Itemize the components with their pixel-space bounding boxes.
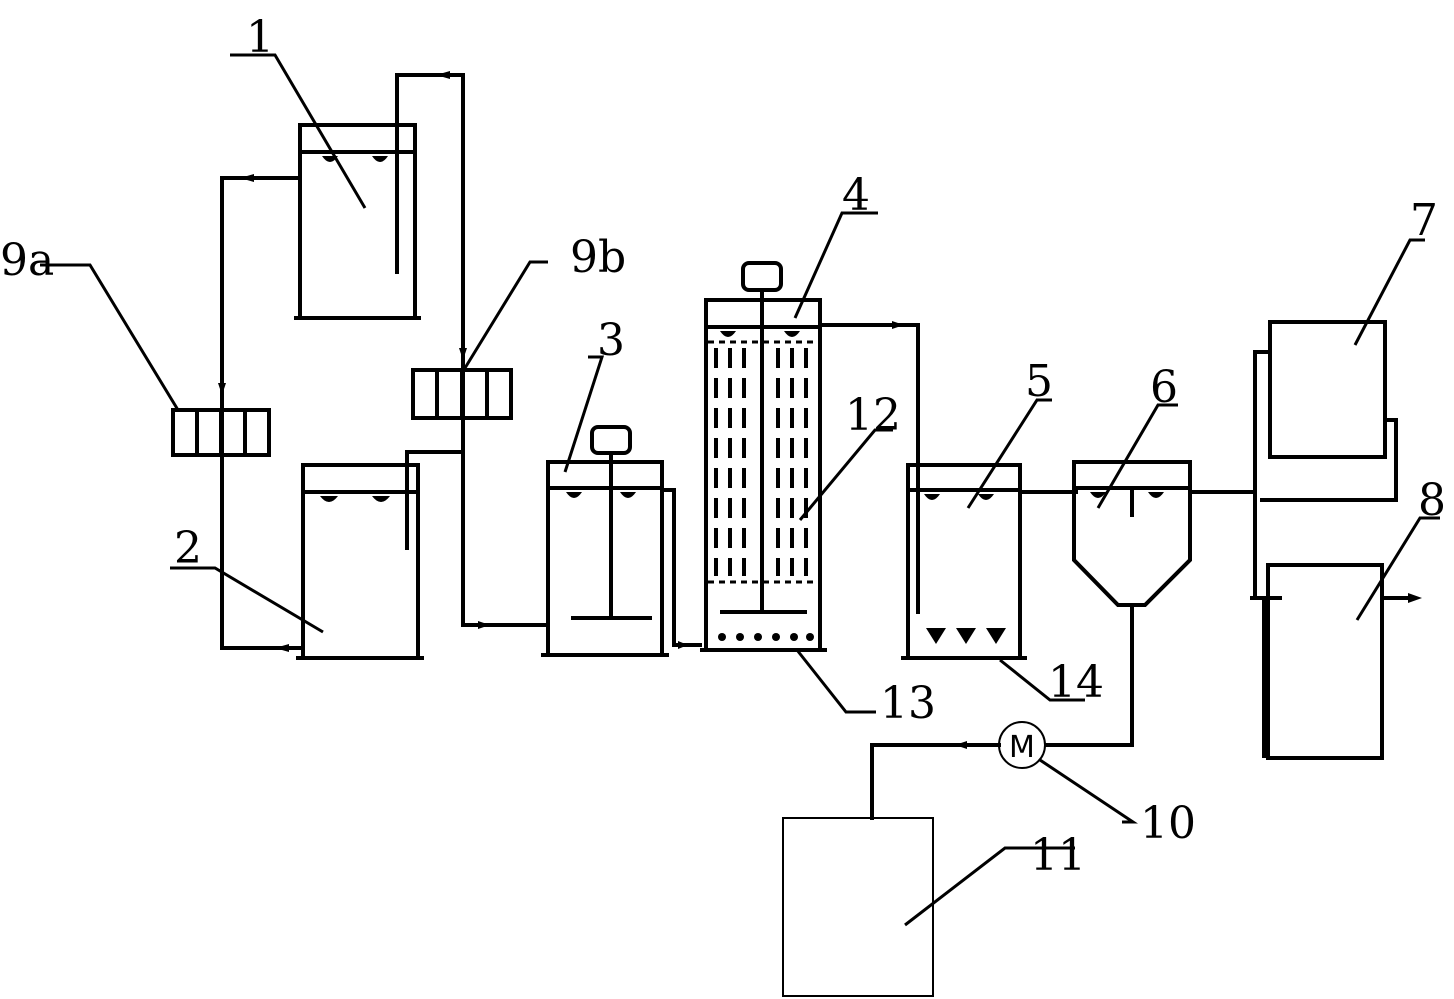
label-4: 4	[842, 170, 870, 221]
label-14: 14	[1048, 657, 1104, 708]
label-9b: 9b	[570, 232, 626, 283]
label-1: 1	[246, 12, 274, 63]
packing-12	[708, 340, 818, 584]
tank-2	[296, 451, 424, 660]
unit-7	[1253, 320, 1398, 600]
tank-5	[901, 463, 1078, 660]
label-7: 7	[1410, 195, 1438, 246]
settler-6	[1043, 460, 1254, 747]
diffusers-14	[926, 628, 1006, 644]
label-9a: 9a	[0, 235, 54, 286]
pump-10: M	[870, 721, 1046, 820]
unit-9b	[411, 368, 513, 420]
column-4	[700, 261, 920, 652]
label-12: 12	[845, 390, 901, 441]
label-8: 8	[1418, 475, 1446, 526]
label-6: 6	[1150, 362, 1178, 413]
label-11: 11	[1030, 830, 1086, 881]
tank-3	[541, 425, 702, 657]
tank-11	[782, 817, 934, 997]
unit-9a	[171, 408, 271, 457]
label-2: 2	[174, 523, 202, 574]
label-13: 13	[880, 678, 936, 729]
component-labels: 1 2 3 4 5 6 7 8 9a 9b 10 11 12 13 14	[0, 12, 1446, 881]
aerator-13	[700, 633, 827, 652]
leader-lines	[40, 53, 1440, 927]
tank-1	[294, 73, 421, 320]
label-5: 5	[1025, 356, 1053, 407]
label-10: 10	[1140, 798, 1196, 849]
label-3: 3	[597, 315, 625, 366]
unit-8	[1250, 563, 1422, 760]
motor-symbol: M	[1009, 730, 1035, 765]
